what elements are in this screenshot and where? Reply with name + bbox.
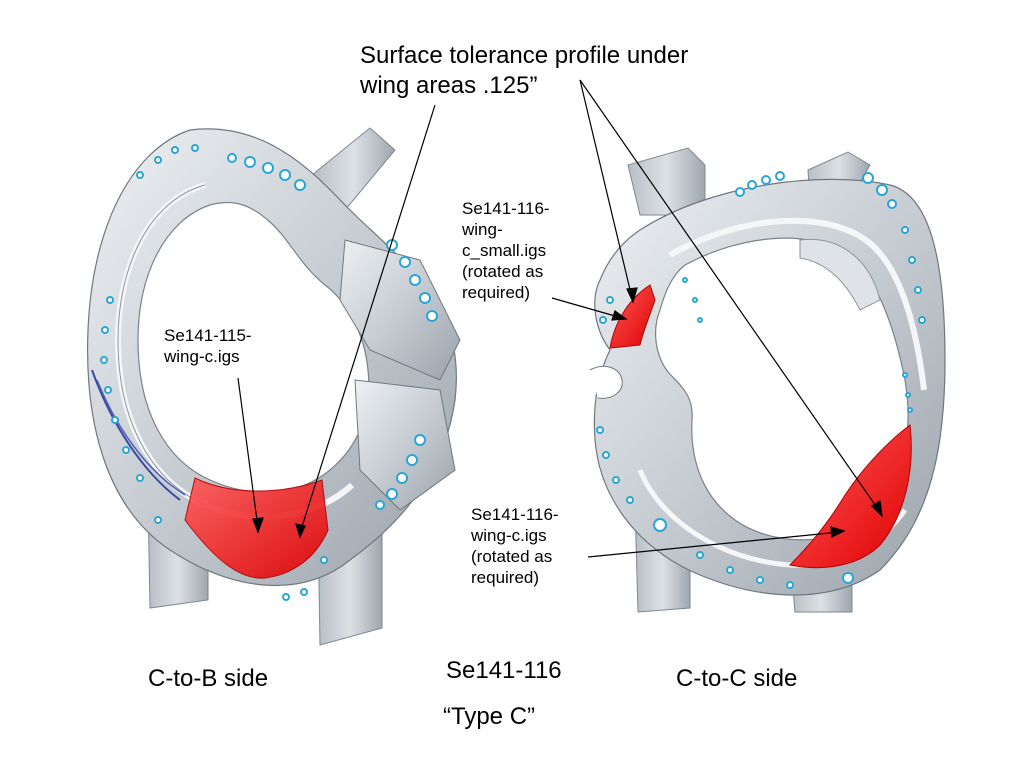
left-coil-case: [87, 127, 461, 646]
callout-arrows: [237, 79, 883, 558]
arrow-surface-to-left-wing: [299, 104, 436, 534]
arrow-surface-to-right-small-wing: [579, 79, 633, 299]
part-number-caption: Se141-116: [446, 657, 562, 684]
right-small-part-label: Se141-116- wing- c_small.igs (rotated as…: [462, 199, 550, 302]
left-wire-bundle: [91, 369, 181, 501]
surface-tolerance-callout: Surface tolerance profile under wing are…: [360, 42, 689, 99]
right-side-caption: C-to-C side: [676, 665, 798, 692]
type-caption: “Type C”: [443, 703, 536, 730]
right-small-wing-highlight: [609, 284, 656, 349]
left-side-caption: C-to-B side: [148, 665, 269, 692]
left-inner-opening: [137, 201, 370, 493]
right-coil-case: [589, 147, 946, 613]
right-bolt-holes: [596, 171, 926, 589]
arrow-surface-to-right-large-wing: [579, 79, 881, 513]
left-part-label: Se141-115- wing-c.igs: [164, 326, 252, 366]
left-bolt-holes: [100, 144, 438, 601]
right-large-part-label: Se141-116- wing-c.igs (rotated as requir…: [471, 505, 559, 587]
right-top-post: [627, 147, 706, 216]
left-right-flange: [339, 239, 461, 381]
arrow-left-part-label: [237, 377, 259, 529]
right-large-wing-highlight: [788, 424, 912, 569]
arrow-right-large-label: [587, 531, 841, 558]
arrow-right-small-label: [551, 297, 623, 319]
right-inner-panel: [799, 238, 881, 311]
